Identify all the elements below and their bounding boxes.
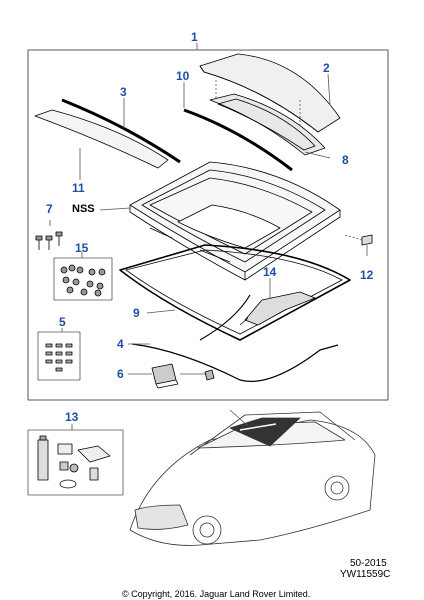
service-kit-13 (27, 424, 124, 496)
seal-loop-9 (119, 244, 351, 341)
callout-11: 11 (72, 181, 85, 195)
callout-5: 5 (59, 315, 66, 329)
callout-7: 7 (46, 202, 53, 216)
callout-2: 2 (323, 61, 330, 75)
callout-4: 4 (117, 337, 124, 351)
nss-label: NSS (72, 203, 95, 215)
bolt-group-7 (35, 220, 63, 250)
callout-8: 8 (342, 153, 349, 167)
callout-15: 15 (75, 241, 89, 255)
reference-code-line1: 50-2015 (350, 558, 387, 569)
glass-panel-2 (199, 53, 341, 133)
drain-tube-4 (131, 343, 339, 382)
clip-12 (344, 234, 373, 256)
module-6 (128, 363, 215, 389)
seal-strip-3 (61, 98, 181, 164)
leader-line-nss (99, 207, 131, 211)
callout-1: 1 (191, 30, 198, 44)
pad-group-5 (37, 328, 81, 381)
callout-3: 3 (120, 85, 127, 99)
seal-strip-10 (183, 108, 293, 172)
leader-line-9 (146, 309, 176, 314)
sunblind-11 (34, 109, 169, 169)
copyright-text: © Copyright, 2016. Jaguar Land Rover Lim… (122, 589, 311, 599)
glass-frame-8 (209, 93, 326, 156)
callout-10: 10 (176, 69, 190, 83)
leader-line-2 (327, 73, 331, 106)
callout-6: 6 (117, 367, 124, 381)
fastener-group-15 (53, 252, 113, 301)
reference-code-line2: YW11559C (340, 569, 391, 580)
motor-14 (239, 278, 316, 326)
leader-line-8 (304, 151, 331, 159)
callout-14: 14 (263, 265, 277, 279)
callout-13: 13 (65, 410, 79, 424)
roof-frame (129, 161, 341, 281)
callout-12: 12 (360, 268, 374, 282)
callout-9: 9 (133, 306, 140, 320)
assembly-frame-box (27, 49, 389, 401)
car-illustration (129, 409, 376, 546)
